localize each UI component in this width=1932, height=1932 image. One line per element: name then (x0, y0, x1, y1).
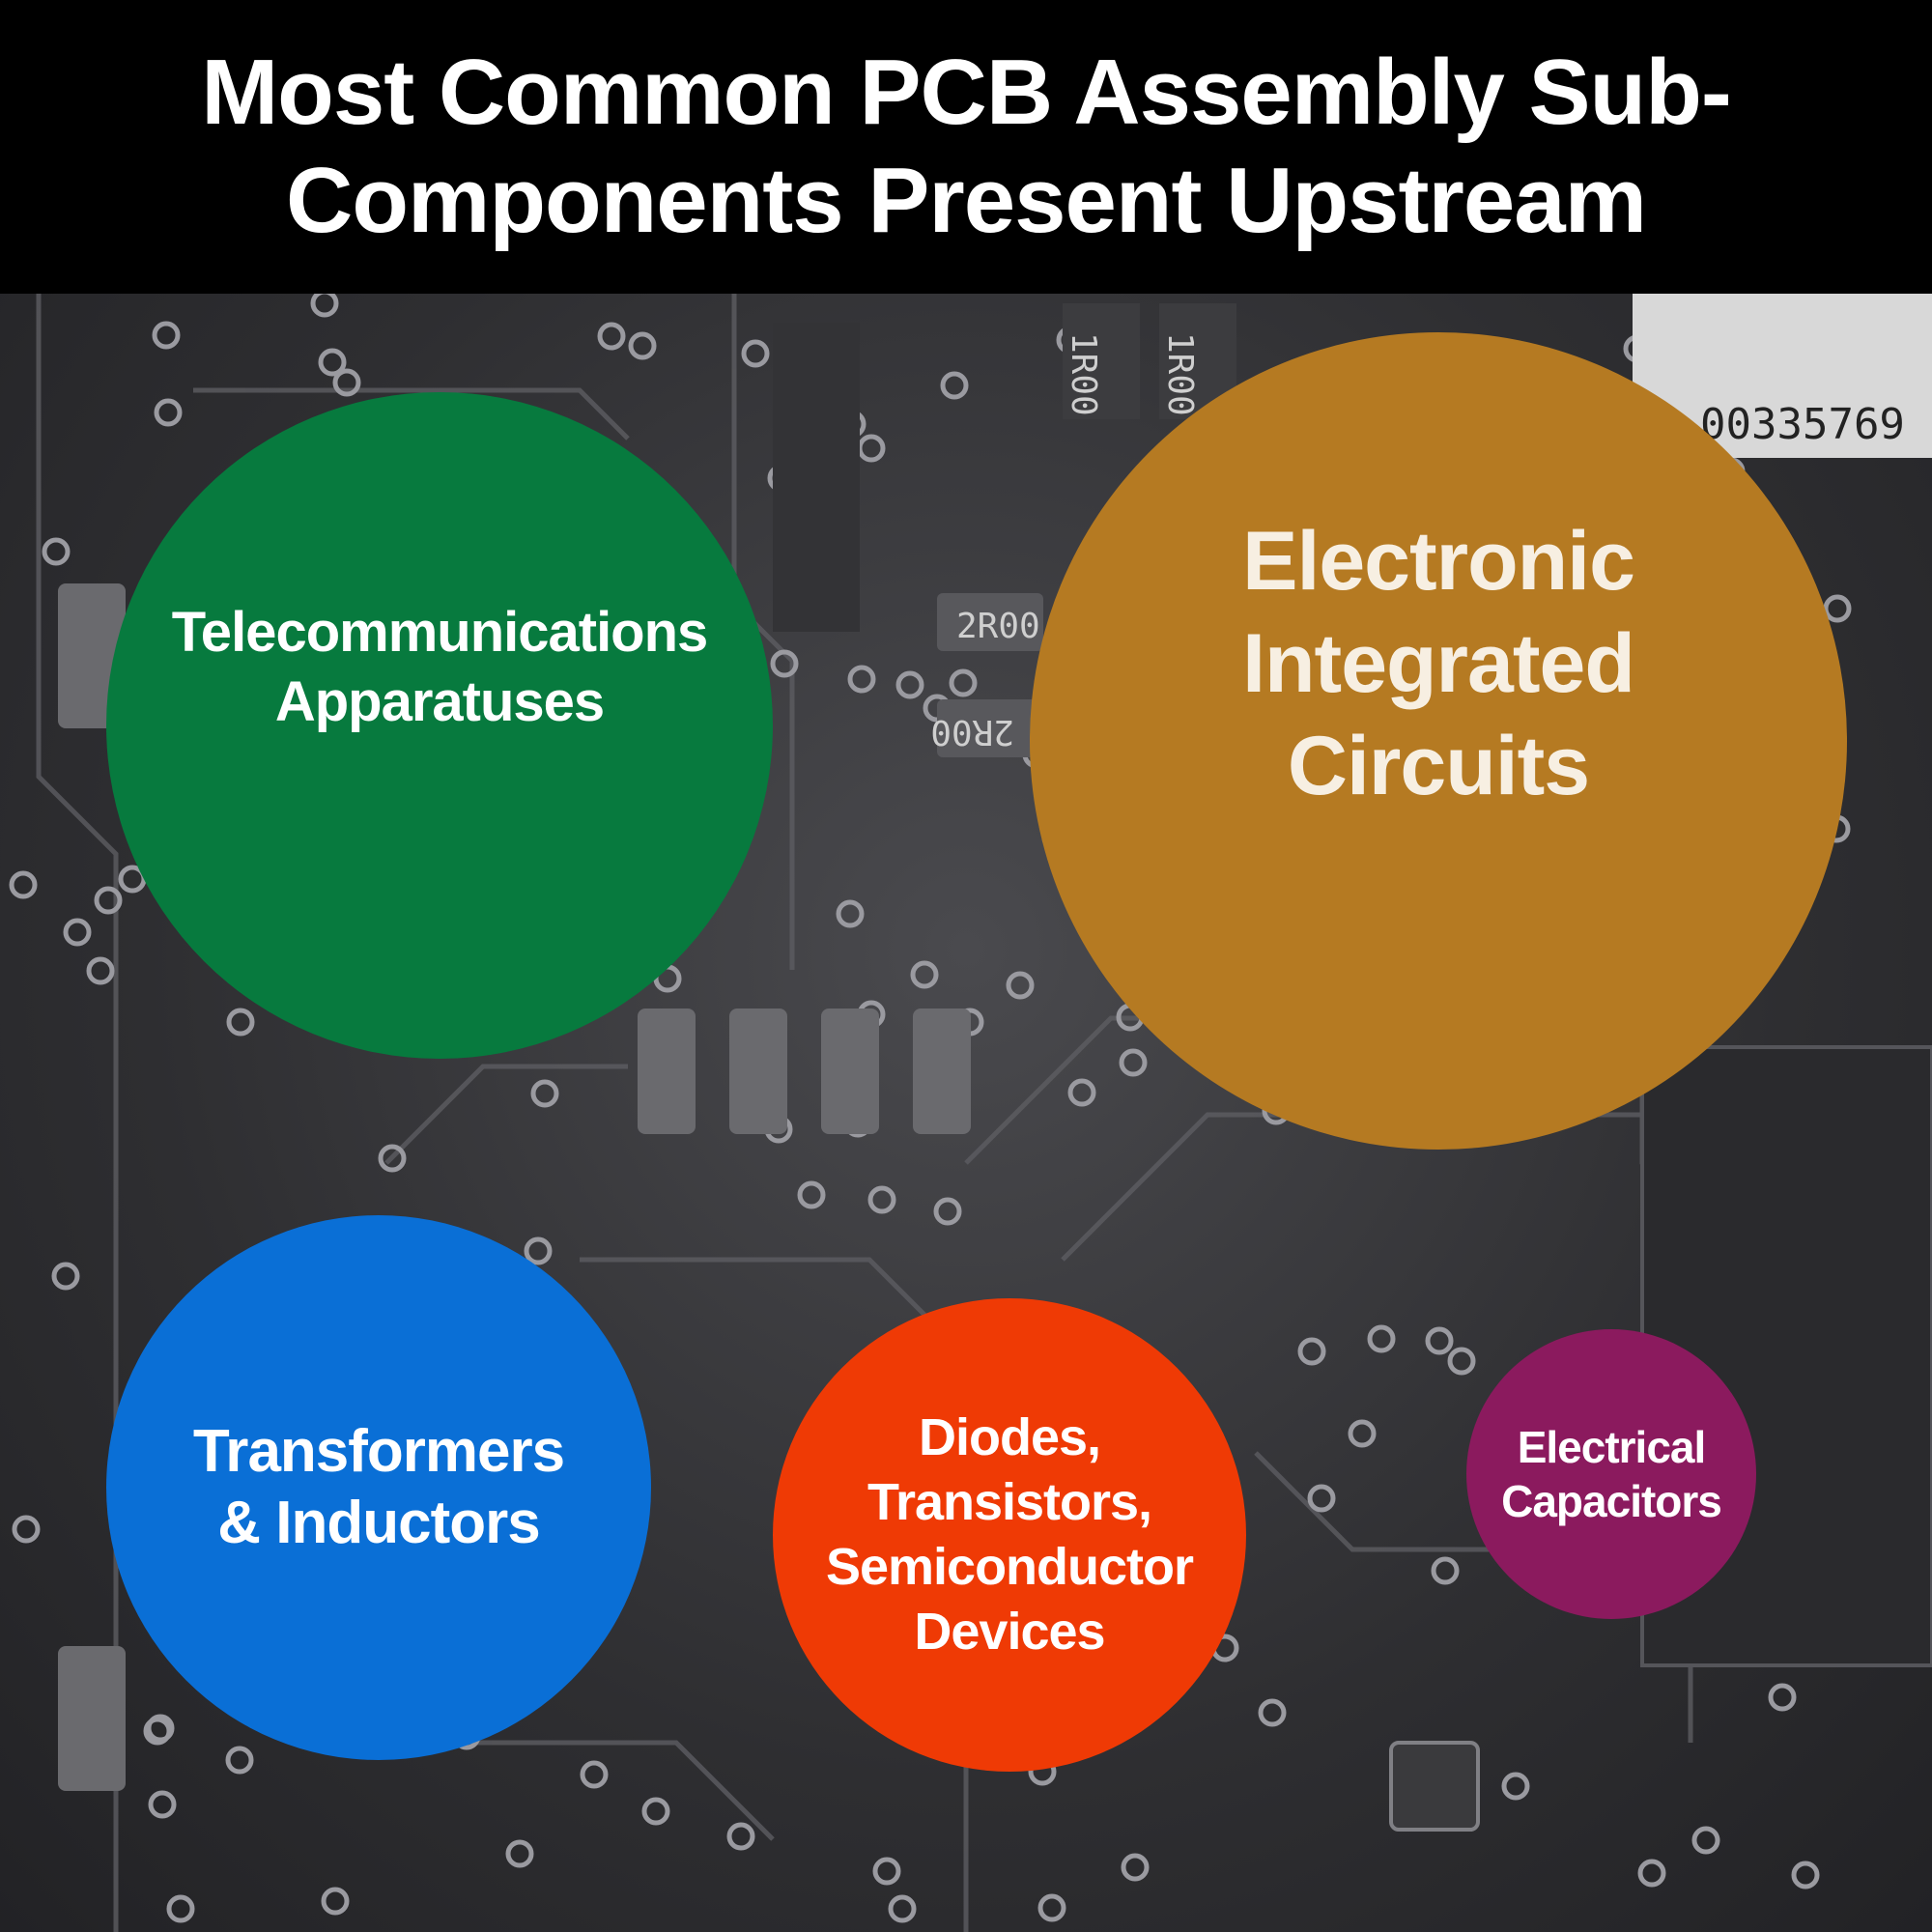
via-hole (872, 1857, 901, 1886)
via-hole (63, 918, 92, 947)
via-hole (1006, 971, 1035, 1000)
via-hole (888, 1894, 917, 1923)
via-hole (641, 1797, 670, 1826)
resistor-code: 1R00 (1064, 332, 1103, 416)
via-hole (857, 434, 886, 463)
via-hole (225, 1746, 254, 1775)
via-hole (378, 1144, 407, 1173)
via-hole (1447, 1347, 1476, 1376)
via-hole (847, 665, 876, 694)
via-hole (1425, 1326, 1454, 1355)
bubble-label-line: & Inductors (217, 1490, 540, 1556)
title-line-2: Components Present Upstream (286, 149, 1647, 252)
bubble-label-line: Devices (914, 1603, 1105, 1661)
via-hole (895, 670, 924, 699)
via-hole (1258, 1698, 1287, 1727)
bubble-label-line: Diodes, (918, 1408, 1101, 1466)
telecommunications-bubble: Telecommunications Apparatuses (106, 392, 773, 1059)
bubble-label-line: Capacitors (1501, 1476, 1722, 1526)
via-hole (1348, 1419, 1377, 1448)
via-hole (867, 1185, 896, 1214)
resistor-code: 1R00 (1160, 332, 1200, 416)
via-hole (836, 899, 865, 928)
via-hole (1431, 1556, 1460, 1585)
via-hole (597, 322, 626, 351)
via-hole (94, 886, 123, 915)
bubble-label-line: Telecommunications (171, 601, 709, 664)
via-hole (143, 1717, 172, 1746)
via-hole (12, 1515, 41, 1544)
via-hole (51, 1262, 80, 1291)
bubble-label-line: Transformers (192, 1418, 565, 1485)
resistor-code: 2R00 (956, 607, 1040, 646)
semiconductor-devices-bubble: Diodes, Transistors, Semiconductor Devic… (773, 1298, 1246, 1772)
circuit-board-background: 00335769 1R00 1R00 2R00 2R00 Telecommuni… (0, 294, 1932, 1932)
via-hole (148, 1790, 177, 1819)
via-hole (1121, 1853, 1150, 1882)
bubble-label-line: Transistors, (867, 1473, 1152, 1531)
integrated-circuits-bubble: Electronic Integrated Circuits (1030, 332, 1847, 1150)
via-hole (1823, 594, 1852, 623)
via-hole (318, 348, 347, 377)
via-hole (152, 321, 181, 350)
via-hole (1297, 1337, 1326, 1366)
via-hole (1037, 1893, 1066, 1922)
bubble-label-line: Integrated (1242, 617, 1635, 710)
via-hole (1367, 1324, 1396, 1353)
label-chip-number: 00335769 (1700, 400, 1905, 449)
via-hole (332, 368, 361, 397)
via-hole (741, 339, 770, 368)
via-hole (628, 331, 657, 360)
via-hole (42, 537, 71, 566)
via-hole (1119, 1048, 1148, 1077)
via-hole (9, 870, 38, 899)
bubble-label-line: Circuits (1287, 720, 1590, 812)
via-hole (226, 1008, 255, 1037)
via-hole (146, 1714, 175, 1743)
via-hole (1307, 1484, 1336, 1513)
via-hole (166, 1894, 195, 1923)
via-hole (770, 649, 799, 678)
bubble-label-line: Electrical (1517, 1422, 1707, 1472)
via-hole (1691, 1826, 1720, 1855)
via-hole (1501, 1772, 1530, 1801)
via-hole (505, 1839, 534, 1868)
via-hole (910, 960, 939, 989)
component-markings: 00335769 1R00 1R00 2R00 2R00 (930, 332, 1905, 752)
bubble-label-line: Electronic (1242, 515, 1635, 608)
via-hole (1791, 1861, 1820, 1889)
via-hole (154, 398, 183, 427)
via-hole (310, 294, 339, 318)
bubble-label-line: Semiconductor (825, 1538, 1194, 1596)
via-hole (933, 1197, 962, 1226)
transformers-inductors-bubble: Transformers & Inductors (106, 1215, 651, 1760)
via-hole (797, 1180, 826, 1209)
via-hole (1768, 1683, 1797, 1712)
bubble-label-line: Apparatuses (274, 670, 605, 733)
via-hole (949, 668, 978, 697)
title-line-1: Most Common PCB Assembly Sub- (201, 41, 1732, 144)
via-hole (1637, 1859, 1666, 1888)
via-hole (726, 1822, 755, 1851)
via-hole (321, 1887, 350, 1916)
title-banner: Most Common PCB Assembly Sub- Components… (0, 0, 1932, 294)
via-hole (524, 1236, 553, 1265)
resistor-code: 2R00 (930, 712, 1014, 752)
via-hole (1067, 1078, 1096, 1107)
via-hole (530, 1079, 559, 1108)
via-hole (86, 956, 115, 985)
via-hole (580, 1760, 609, 1789)
electrical-capacitors-bubble: Electrical Capacitors (1466, 1329, 1756, 1619)
via-hole (940, 371, 969, 400)
